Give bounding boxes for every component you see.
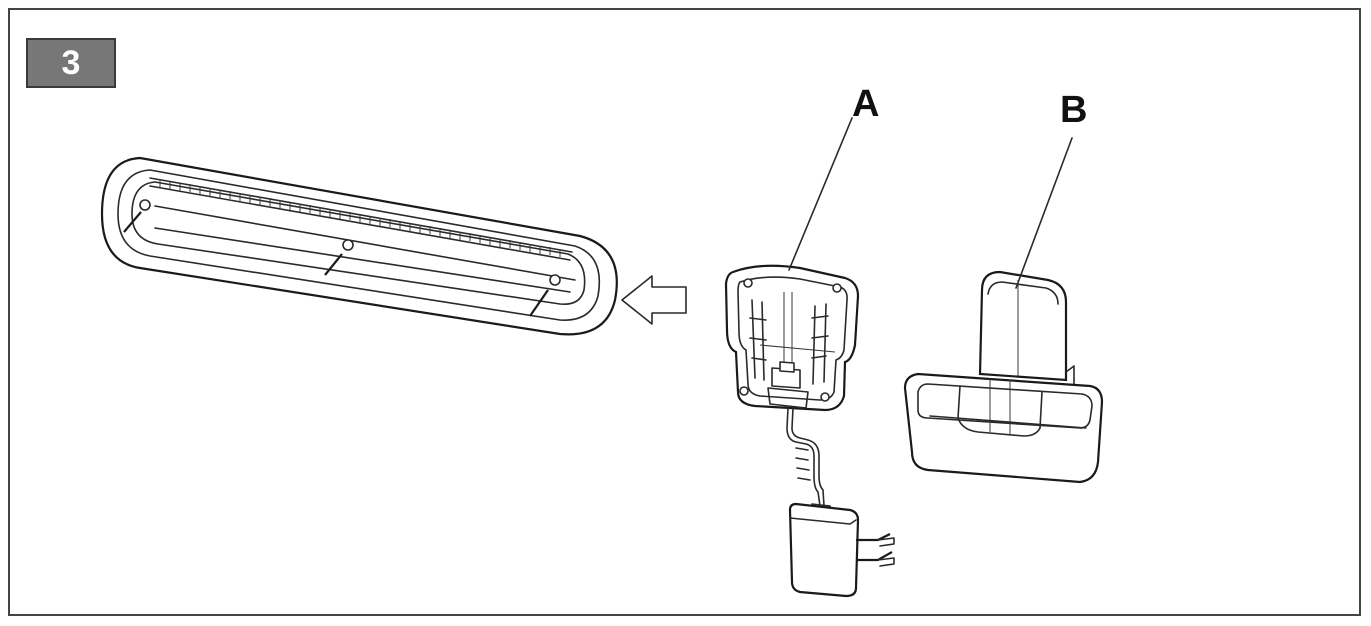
direction-arrow bbox=[621, 275, 687, 325]
charger-cable bbox=[786, 407, 825, 507]
step-number-badge: 3 bbox=[26, 38, 116, 88]
callout-leader-b bbox=[1015, 137, 1073, 289]
part-a-bracket bbox=[724, 264, 860, 412]
callout-leader-a bbox=[788, 117, 853, 271]
callout-label-b: B bbox=[1060, 89, 1087, 131]
rail-teeth bbox=[159, 179, 561, 257]
part-b-cradle bbox=[903, 270, 1104, 484]
figure-border bbox=[8, 8, 1361, 616]
callout-label-a: A bbox=[852, 83, 879, 125]
rail-screws bbox=[123, 211, 549, 317]
power-plug-adapter bbox=[788, 502, 895, 598]
wall-mount-rail bbox=[100, 156, 618, 336]
